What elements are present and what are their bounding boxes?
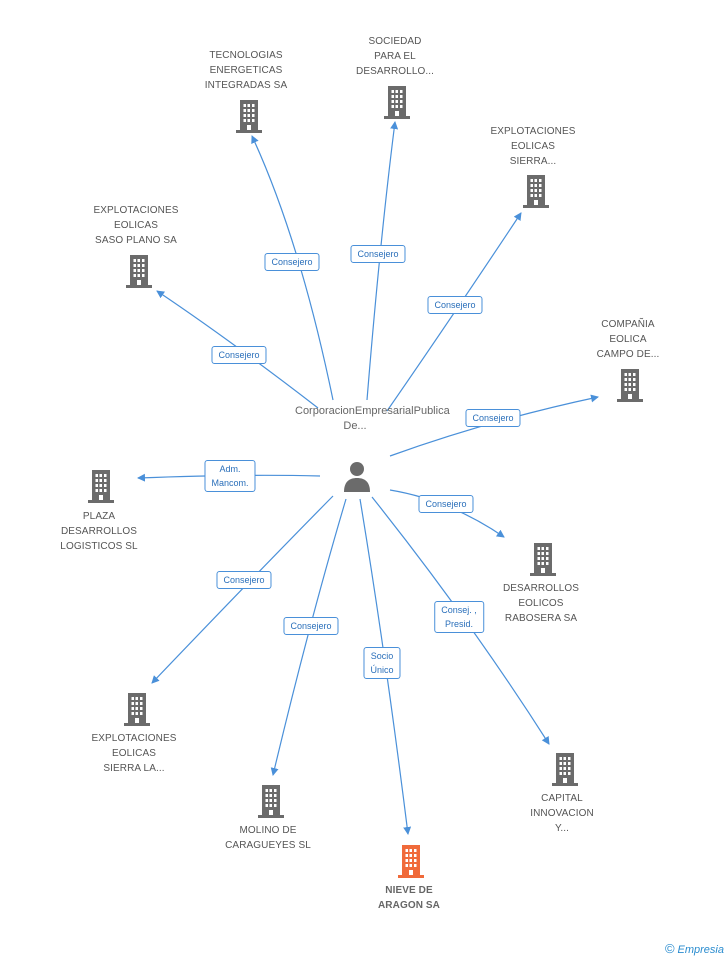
company-label-line: LOGISTICOS SL bbox=[60, 541, 138, 552]
company-label-line: ENERGETICAS bbox=[209, 65, 283, 76]
edge-label-line: Consejero bbox=[290, 621, 332, 631]
edge-arrow-expl-sierra bbox=[386, 212, 522, 412]
company-label-line: ARAGON SA bbox=[377, 900, 440, 911]
edge-arrow-expl-saso bbox=[156, 290, 319, 409]
company-label-line: COMPAÑIA bbox=[601, 319, 655, 330]
company-label-line: CARAGUEYES SL bbox=[225, 840, 311, 851]
edge-label-line: Adm. bbox=[219, 464, 241, 474]
company-label-line: DESARROLLO... bbox=[356, 66, 434, 77]
edge-label-line: Consejero bbox=[434, 300, 476, 310]
edge-label-line: Consejero bbox=[271, 257, 313, 267]
building-icon bbox=[530, 543, 556, 576]
edge-label-plaza[interactable]: Adm. Mancom. bbox=[204, 460, 256, 492]
company-label: MOLINO DE CARAGUEYES SL bbox=[208, 823, 328, 853]
company-label-line: INNOVACION bbox=[530, 808, 594, 819]
company-label-line: EXPLOTACIONES bbox=[91, 733, 177, 744]
company-label-line: EOLICAS bbox=[510, 141, 556, 152]
company-label-line: DESARROLLOS bbox=[60, 526, 138, 537]
building-icon bbox=[258, 785, 284, 818]
center-label-line: Publica De... bbox=[343, 405, 450, 432]
center-node[interactable] bbox=[341, 459, 373, 493]
company-label: EXPLOTACIONES EOLICAS SIERRA... bbox=[473, 124, 593, 169]
building-icon bbox=[236, 100, 262, 133]
company-label-line: EOLICAS bbox=[111, 748, 157, 759]
edge-label-sociedad[interactable]: Consejero bbox=[350, 245, 406, 263]
company-label: TECNOLOGIAS ENERGETICAS INTEGRADAS SA bbox=[176, 48, 316, 93]
edge-label-compania[interactable]: Consejero bbox=[465, 409, 521, 427]
company-label-line: EOLICA bbox=[609, 334, 647, 345]
company-label-line: Y... bbox=[554, 823, 570, 834]
company-label-line: SIERRA LA... bbox=[103, 763, 165, 774]
edge-label-line: Consejero bbox=[357, 249, 399, 259]
edge-label-expl-saso[interactable]: Consejero bbox=[211, 346, 267, 364]
brand-watermark: ©Empresia bbox=[665, 941, 724, 956]
company-label: CAPITAL INNOVACION Y... bbox=[502, 791, 622, 836]
edge-label-line: Presid. bbox=[444, 619, 473, 629]
building-icon bbox=[88, 470, 114, 503]
company-label-line: PARA EL bbox=[374, 51, 416, 62]
edge-label-line: Mancom. bbox=[211, 478, 249, 488]
building-icon bbox=[398, 845, 424, 878]
company-label-line: EXPLOTACIONES bbox=[490, 126, 576, 137]
company-label: NIEVE DE ARAGON SA bbox=[349, 883, 469, 913]
company-label: DESARROLLOS EOLICOS RABOSERA SA bbox=[481, 581, 601, 626]
edge-label-line: Consej. , bbox=[441, 605, 477, 615]
company-label-line: TECNOLOGIAS bbox=[209, 50, 283, 61]
building-icon bbox=[124, 693, 150, 726]
company-label-line: DESARROLLOS bbox=[502, 583, 580, 594]
company-label: PLAZA DESARROLLOS LOGISTICOS SL bbox=[39, 509, 159, 554]
edge-label-line: Consejero bbox=[472, 413, 514, 423]
company-label-line: CAPITAL bbox=[541, 793, 583, 804]
edge-label-line: Único bbox=[370, 665, 394, 675]
edge-label-molino[interactable]: Consejero bbox=[283, 617, 339, 635]
building-icon bbox=[552, 753, 578, 786]
center-label-line: Corporacion bbox=[295, 405, 355, 417]
center-node-label[interactable]: CorporacionEmpresarialPublica De... bbox=[295, 404, 450, 434]
building-icon bbox=[617, 369, 643, 402]
company-label-line: INTEGRADAS SA bbox=[204, 80, 288, 91]
company-label-line: CAMPO DE... bbox=[596, 349, 660, 360]
edge-label-expl-sierra[interactable]: Consejero bbox=[427, 296, 483, 314]
company-label-line: SIERRA... bbox=[509, 156, 557, 167]
edge-label-tecnologias[interactable]: Consejero bbox=[264, 253, 320, 271]
edge-label-capital[interactable]: Consej. , Presid. bbox=[434, 601, 484, 633]
edge-label-line: Consejero bbox=[223, 575, 265, 585]
person-icon bbox=[344, 462, 370, 492]
company-label-line: SOCIEDAD bbox=[368, 36, 422, 47]
edge-label-line: Socio bbox=[370, 651, 394, 661]
company-label-line: NIEVE DE bbox=[385, 885, 433, 896]
edge-label-line: Consejero bbox=[218, 350, 260, 360]
company-label-line: PLAZA bbox=[82, 511, 116, 522]
brand-name: Empresia bbox=[677, 944, 724, 956]
company-label-line: MOLINO DE bbox=[239, 825, 297, 836]
center-label-line: Empresarial bbox=[354, 405, 414, 417]
company-label-line: SASO PLANO SA bbox=[95, 235, 177, 246]
company-label: EXPLOTACIONES EOLICAS SASO PLANO SA bbox=[76, 203, 196, 248]
edge-arrow-expl-sierra-la bbox=[151, 495, 334, 684]
building-icon bbox=[523, 175, 549, 208]
company-label: SOCIEDAD PARA EL DESARROLLO... bbox=[335, 34, 455, 79]
edge-label-line: Consejero bbox=[425, 499, 467, 509]
company-label: COMPAÑIA EOLICA CAMPO DE... bbox=[568, 317, 688, 362]
building-icon bbox=[126, 255, 152, 288]
building-icon bbox=[384, 86, 410, 119]
copyright-symbol: © bbox=[664, 941, 675, 956]
company-label-line: EOLICOS bbox=[518, 598, 564, 609]
company-label-line: EXPLOTACIONES bbox=[93, 205, 179, 216]
company-label: EXPLOTACIONES EOLICAS SIERRA LA... bbox=[74, 731, 194, 776]
edge-label-desarrollos[interactable]: Consejero bbox=[418, 495, 474, 513]
company-label-line: EOLICAS bbox=[113, 220, 159, 231]
company-label-line: RABOSERA SA bbox=[504, 613, 578, 624]
edge-label-expl-sierra-la[interactable]: Consejero bbox=[216, 571, 272, 589]
edge-arrow-molino bbox=[270, 498, 347, 776]
